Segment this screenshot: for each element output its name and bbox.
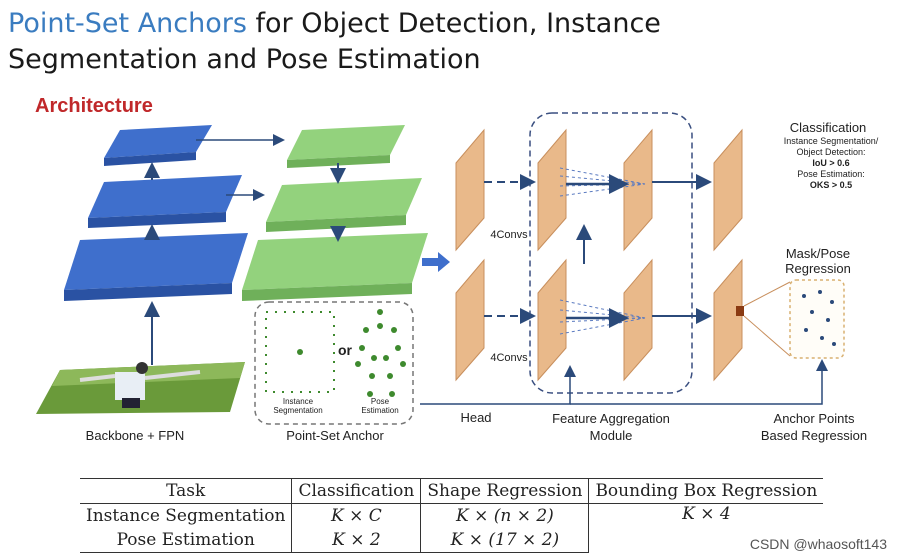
or-label: or — [338, 342, 352, 358]
table-header-row: Task Classification Shape Regression Bou… — [80, 478, 824, 504]
anchor-points-label: Anchor Points Based Regression — [760, 411, 868, 443]
feature-aggregation-label: Feature Aggregation Module — [552, 411, 670, 443]
classification-note-line: IoU > 0.6 — [812, 158, 850, 168]
convs-bottom-label: 4Convs — [490, 352, 528, 364]
blue-layer-top — [104, 125, 212, 158]
head-label: Head — [460, 410, 492, 425]
backbone-label: Backbone + FPN — [85, 428, 185, 443]
table-cell: K × 2 — [291, 528, 421, 553]
classification-label: Classification — [789, 120, 867, 135]
blue-layer-bottom — [64, 233, 248, 290]
feature-aggregation-box — [529, 112, 693, 394]
table-header-cell: Task — [80, 478, 292, 504]
head-block-bottom — [455, 258, 485, 382]
green-layer-mid — [266, 178, 422, 222]
table-row: Instance Segmentation K × C K × (n × 2) … — [80, 503, 824, 553]
table-row: Pose Estimation K × 2 K × (17 × 2) — [80, 528, 823, 553]
table-cell: Pose Estimation — [80, 528, 292, 553]
pose-estimation-small-label: Pose Estimation — [361, 397, 399, 415]
classification-note-line: OKS > 0.5 — [809, 180, 853, 190]
table-cell: K × (17 × 2) — [420, 528, 589, 553]
table-cell: K × (n × 2) — [420, 503, 589, 528]
feature-aggregation-blocks — [537, 128, 653, 382]
backbone-fpn-layers — [64, 125, 248, 365]
table-cell: K × C — [291, 503, 421, 528]
point-set-anchor-box — [254, 301, 414, 425]
classification-block — [713, 128, 743, 252]
title-highlight: Point-Set Anchors — [8, 8, 247, 39]
classification-note-line: Instance Segmentation/ — [783, 136, 879, 146]
instance-seg-small-label: Instance Segmentation — [273, 397, 323, 415]
classification-note: Instance Segmentation/ Object Detection:… — [768, 136, 894, 191]
title-line2: Segmentation and Pose Estimation — [8, 44, 481, 75]
classification-note-line: Pose Estimation: — [797, 169, 865, 179]
table-cell: K × 4 — [588, 503, 824, 553]
table-header-cell: Classification — [291, 478, 421, 504]
convs-top-label: 4Convs — [490, 229, 528, 241]
blue-layer-mid — [88, 175, 242, 218]
green-layer-bottom — [242, 233, 428, 290]
table-header-cell: Shape Regression — [420, 478, 589, 504]
mask-pose-label: Mask/Pose Regression — [785, 246, 851, 276]
slide-title: Point-Set Anchors for Object Detection, … — [8, 6, 661, 78]
architecture-heading: Architecture — [35, 95, 153, 117]
watermark: CSDN @whaosoft143 — [749, 536, 887, 552]
classification-note-line: Object Detection: — [796, 147, 866, 157]
architecture-diagram — [36, 112, 845, 425]
head-blocks — [455, 128, 485, 382]
point-set-anchor-label: Point-Set Anchor — [286, 428, 384, 443]
table-cell: Instance Segmentation — [86, 506, 286, 526]
task-table: Task Classification Shape Regression Bou… — [80, 478, 824, 553]
regression-block — [713, 258, 743, 382]
table-header-cell: Bounding Box Regression — [588, 478, 824, 504]
mask-pose-panel — [789, 279, 845, 359]
title-line1-rest: for Object Detection, Instance — [246, 8, 661, 39]
input-image — [36, 362, 245, 414]
head-block-top — [455, 128, 485, 252]
green-layer-top — [287, 125, 405, 160]
point-set-anchor-layers — [242, 125, 428, 301]
